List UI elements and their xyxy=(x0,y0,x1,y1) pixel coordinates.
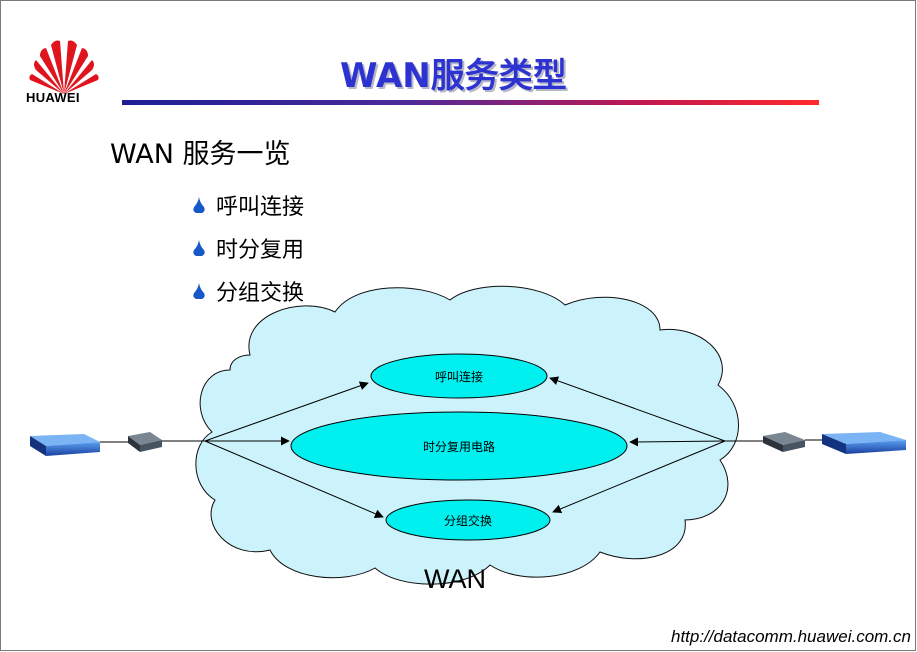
logo-text: HUAWEI xyxy=(26,90,80,105)
water-drop-bullet-icon xyxy=(193,282,205,299)
water-drop-bullet-icon xyxy=(193,196,205,213)
ellipse-label: 时分复用电路 xyxy=(423,439,495,454)
bullet-text: 时分复用 xyxy=(216,237,305,263)
arrow-right-to-call xyxy=(549,376,726,442)
cloud-label: WAN xyxy=(424,564,486,594)
arrow-left-to-call xyxy=(204,381,369,442)
left-modem-icon xyxy=(128,432,162,452)
ellipse-label: 呼叫连接 xyxy=(435,369,483,384)
slide-title: WAN服务类型 xyxy=(340,56,567,96)
right-router-icon xyxy=(822,432,906,454)
right-modem-icon xyxy=(763,432,805,452)
water-drop-bullet-icon xyxy=(193,239,205,256)
bullet-list: 呼叫连接 时分复用 分组交换 xyxy=(192,183,304,312)
bullet-item: 分组交换 xyxy=(192,269,304,312)
bullet-item: 呼叫连接 xyxy=(192,183,304,226)
huawei-logo-icon xyxy=(29,40,99,94)
ellipse-packet-switching xyxy=(385,499,551,541)
bullet-text: 分组交换 xyxy=(216,280,305,306)
arrow-right-to-tdm xyxy=(629,437,726,447)
ellipse-call-connection xyxy=(370,353,548,399)
ellipse-tdm-circuit xyxy=(290,411,628,481)
arrow-left-to-packet xyxy=(204,440,384,518)
arrow-right-to-packet xyxy=(552,440,726,514)
bullet-item: 时分复用 xyxy=(192,226,304,269)
slide-subtitle: WAN 服务一览 xyxy=(110,139,291,170)
ellipse-label: 分组交换 xyxy=(444,513,492,528)
footer-url-text: http://datacomm.huawei.com.cn xyxy=(670,627,911,646)
title-rule xyxy=(122,100,819,105)
left-router-icon xyxy=(30,434,100,456)
bullet-text: 呼叫连接 xyxy=(216,194,305,220)
